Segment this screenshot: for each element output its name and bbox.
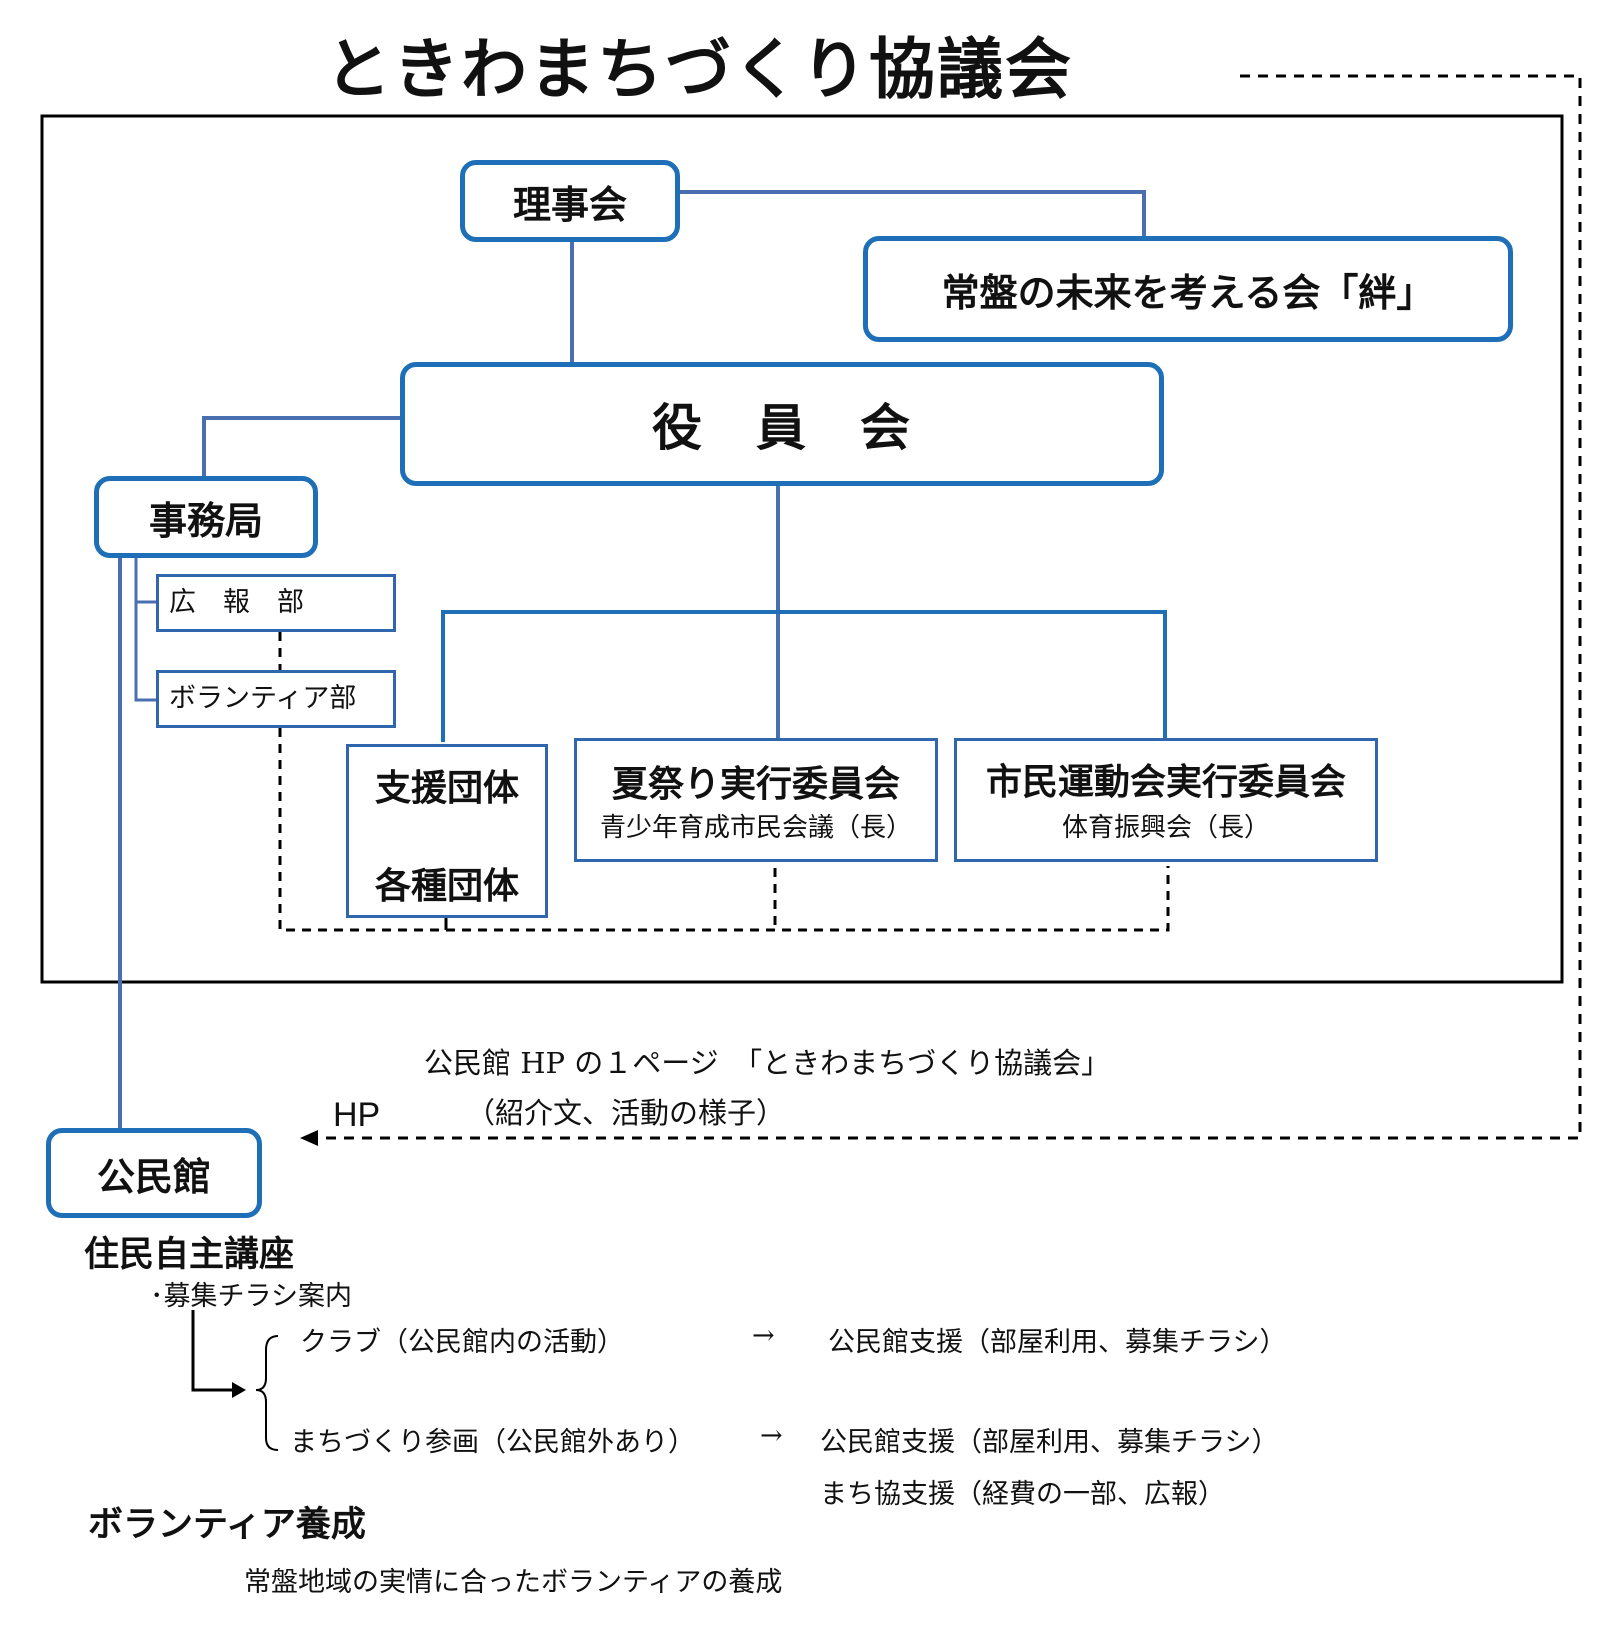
machi-support1: 公民館支援（部屋利用、募集チラシ） bbox=[820, 1427, 1279, 1458]
node-natsumatsuri-label: 夏祭り実行委員会 bbox=[611, 764, 900, 805]
connector-rijikai-kizuna bbox=[678, 190, 1146, 238]
node-volunteerbu: ボランティア部 bbox=[156, 670, 396, 728]
club-arrow: → bbox=[752, 1320, 775, 1351]
node-kizuna: 常盤の未来を考える会「絆」 bbox=[863, 236, 1513, 342]
hp-arrow-label: HP bbox=[333, 1096, 381, 1134]
node-undokai-sub: 体育振興会（長） bbox=[1061, 813, 1270, 843]
node-undokai: 市民運動会実行委員会 体育振興会（長） bbox=[954, 738, 1378, 862]
node-jimukyoku: 事務局 bbox=[94, 476, 318, 558]
machi-support2: まち協支援（経費の一部、広報） bbox=[820, 1479, 1225, 1510]
node-kohobu: 広 報 部 bbox=[156, 574, 396, 632]
node-shien-kakushu: 支援団体 各種団体 bbox=[346, 744, 548, 918]
node-kizuna-label: 常盤の未来を考える会「絆」 bbox=[941, 270, 1435, 315]
node-kominkan: 公民館 bbox=[46, 1128, 262, 1218]
connector-jimukyoku-depts bbox=[134, 556, 156, 702]
diagram-title: ときわまちづくり協議会 bbox=[325, 31, 1073, 108]
node-natsumatsuri: 夏祭り実行委員会 青少年育成市民会議（長） bbox=[574, 738, 938, 862]
hp-note-line1: 公民館 HP の１ページ 「ときわまちづくり協議会」 bbox=[424, 1046, 1111, 1080]
club-text: クラブ（公民館内の活動） bbox=[300, 1327, 624, 1358]
node-kominkan-label: 公民館 bbox=[96, 1154, 211, 1199]
node-jimukyoku-label: 事務局 bbox=[148, 498, 263, 543]
connector-yakuinkai-jimukyoku bbox=[202, 416, 400, 478]
hp-arrowhead bbox=[300, 1130, 318, 1146]
node-shien-label: 支援団体 bbox=[374, 768, 519, 809]
bracket-arrow-line bbox=[191, 1310, 235, 1392]
section-bosyu: ･募集チラシ案内 bbox=[150, 1281, 352, 1312]
node-yakuinkai-label: 役 員 会 bbox=[652, 399, 912, 457]
node-undokai-label: 市民運動会実行委員会 bbox=[985, 762, 1346, 803]
curly-bracket bbox=[255, 1335, 279, 1451]
machi-arrow: → bbox=[760, 1420, 783, 1451]
machi-text: まちづくり参画（公民館外あり） bbox=[290, 1427, 695, 1458]
node-rijikai: 理事会 bbox=[460, 160, 680, 242]
hp-note-line2: （紹介文、活動の様子） bbox=[466, 1096, 786, 1130]
node-kakushu-label: 各種団体 bbox=[374, 866, 519, 907]
node-yakuinkai: 役 員 会 bbox=[400, 362, 1164, 486]
node-rijikai-label: 理事会 bbox=[512, 182, 627, 227]
section-jishu-title: 住民自主講座 bbox=[84, 1235, 295, 1275]
connector-groups-bus bbox=[441, 610, 1167, 742]
node-natsumatsuri-sub: 青少年育成市民会議（長） bbox=[599, 813, 912, 843]
section-volunteer-desc: 常盤地域の実情に合ったボランティアの養成 bbox=[244, 1567, 783, 1598]
node-volunteerbu-label: ボランティア部 bbox=[169, 683, 357, 714]
section-volunteer-title: ボランティア養成 bbox=[88, 1505, 366, 1545]
bracket-arrowhead bbox=[232, 1382, 246, 1398]
club-support: 公民館支援（部屋利用、募集チラシ） bbox=[828, 1327, 1287, 1358]
node-kohobu-label: 広 報 部 bbox=[169, 587, 304, 618]
